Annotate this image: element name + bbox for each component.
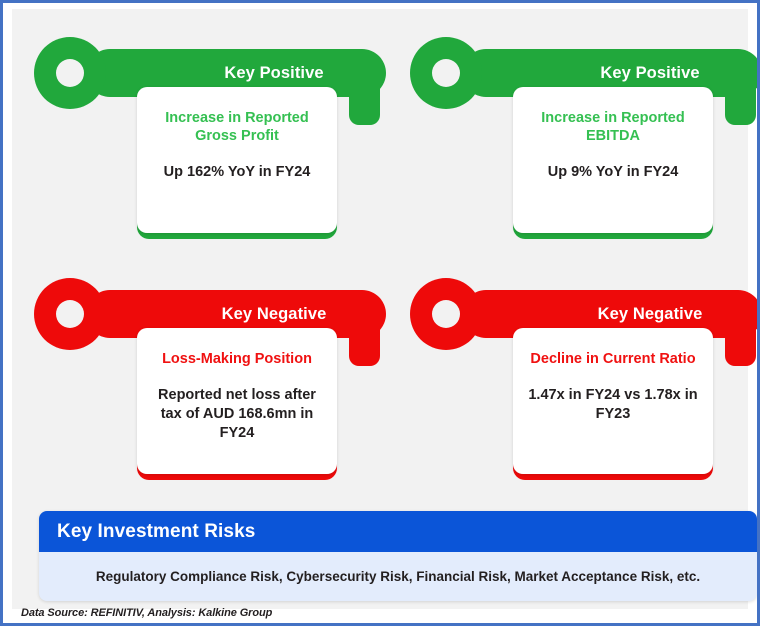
card-subtitle: Decline in Current Ratio (530, 351, 696, 367)
key-head-ring-icon (410, 37, 482, 109)
key-head-ring-icon (34, 37, 106, 109)
card-value: Up 162% YoY in FY24 (163, 164, 311, 181)
key-tooth-icon (725, 316, 756, 366)
key-tooth-icon (349, 75, 380, 125)
card-panel: Increase in Reported EBITDA Up 9% YoY in… (513, 87, 713, 233)
card-subtitle: Loss-Making Position (162, 351, 312, 367)
risks-body: Regulatory Compliance Risk, Cybersecurit… (39, 552, 757, 601)
card-panel: Loss-Making Position Reported net loss a… (137, 328, 337, 474)
card-value: Reported net loss after tax of AUD 168.6… (158, 387, 316, 441)
card-panel: Increase in Reported Gross Profit Up 162… (137, 87, 337, 233)
risks-title: Key Investment Risks (57, 520, 256, 542)
card-value: 1.47x in FY24 vs 1.78x in FY23 (528, 387, 698, 422)
card-panel: Decline in Current Ratio 1.47x in FY24 v… (513, 328, 713, 474)
canvas-background: Increase in Reported Gross Profit Up 162… (12, 9, 757, 609)
card-value: Up 9% YoY in FY24 (547, 164, 679, 181)
risks-header: Key Investment Risks (39, 511, 757, 552)
key-tooth-icon (349, 316, 380, 366)
risks-text: Regulatory Compliance Risk, Cybersecurit… (95, 569, 701, 584)
key-investment-risks-panel: Key Investment Risks Regulatory Complian… (39, 511, 757, 601)
card-subtitle: Increase in Reported EBITDA (541, 110, 685, 145)
key-head-ring-icon (34, 278, 106, 350)
key-tooth-icon (725, 75, 756, 125)
key-head-ring-icon (410, 278, 482, 350)
card-subtitle: Increase in Reported Gross Profit (165, 110, 309, 145)
source-footnote: Data Source: REFINITIV, Analysis: Kalkin… (21, 607, 273, 619)
